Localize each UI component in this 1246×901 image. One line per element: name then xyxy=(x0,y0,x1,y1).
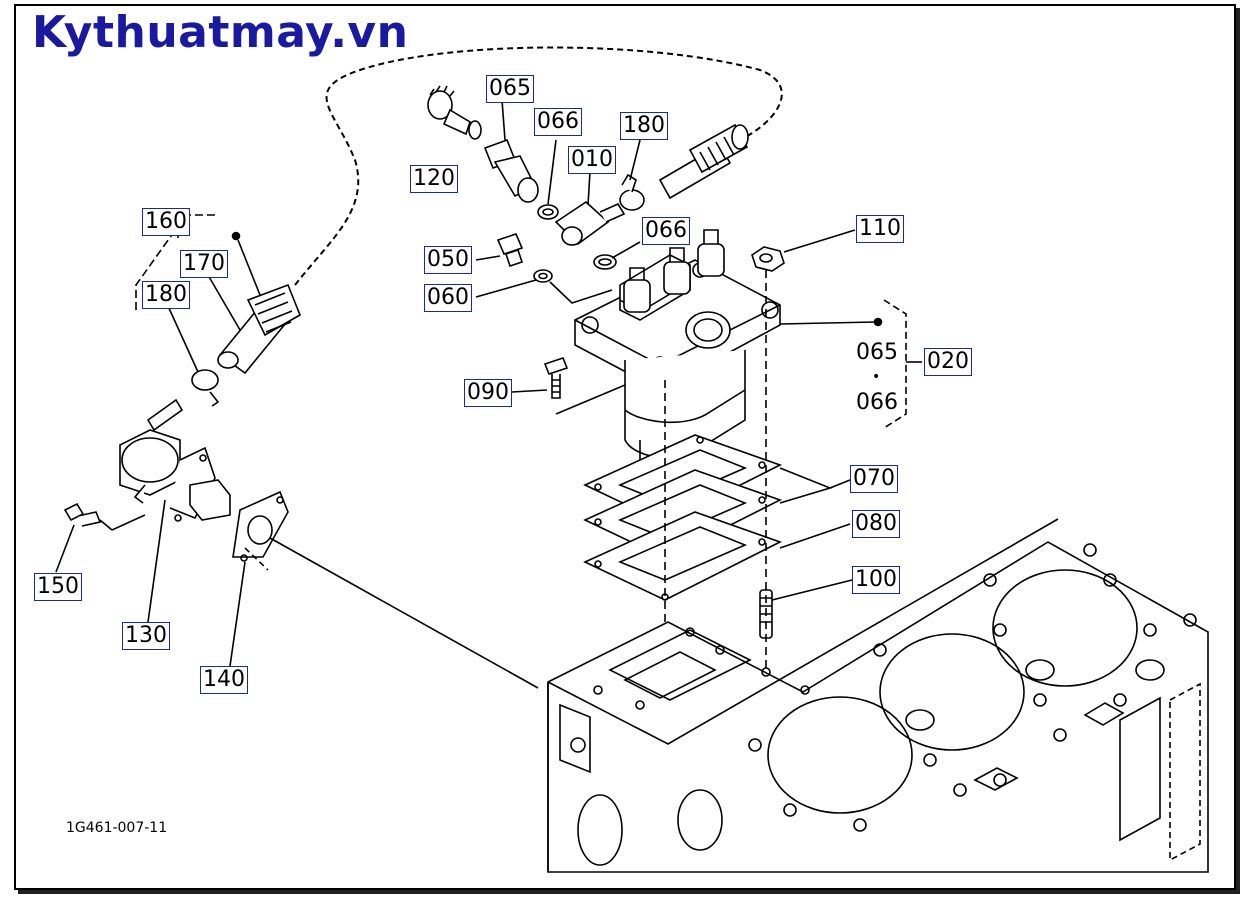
label-150: 150 xyxy=(34,573,82,601)
part-120-knob-icon xyxy=(427,85,482,140)
part-130-feed-pump-icon xyxy=(119,398,231,522)
label-020-group-bottom: 066 xyxy=(856,390,898,415)
part-180-clamp-icon xyxy=(619,139,645,211)
label-120: 120 xyxy=(410,165,458,193)
injection-pump-icon xyxy=(574,229,781,477)
label-020: 020 xyxy=(924,348,972,376)
label-170: 170 xyxy=(180,250,228,278)
label-010: 010 xyxy=(568,146,616,174)
part-110-nut-icon xyxy=(751,229,856,272)
label-065: 065 xyxy=(486,75,534,103)
label-020-group-dot: • xyxy=(872,369,881,385)
label-180-top: 180 xyxy=(620,112,668,140)
label-060: 060 xyxy=(424,284,472,312)
label-050: 050 xyxy=(424,246,472,274)
label-020-group-top: 065 xyxy=(856,340,898,365)
part-010-fitting-icon xyxy=(554,171,626,246)
part-065-valve-icon xyxy=(483,99,539,203)
part-140-gasket-icon xyxy=(232,490,289,562)
part-050-bolt-icon xyxy=(496,233,524,268)
label-100: 100 xyxy=(852,566,900,594)
part-090-bolt-icon xyxy=(511,357,626,415)
label-140: 140 xyxy=(200,666,248,694)
part-100-stud-icon xyxy=(759,579,853,639)
part-060-washer-icon xyxy=(533,269,553,283)
brand-title: Kythuatmay.vn xyxy=(32,7,409,58)
label-180-left: 180 xyxy=(142,281,190,309)
return-pipe-icon xyxy=(658,123,749,200)
label-110: 110 xyxy=(856,215,904,243)
part-170-hose-icon xyxy=(207,274,302,375)
part-066-washer-icon xyxy=(537,204,559,220)
label-066-lower: 066 xyxy=(642,217,690,245)
drawing-code: 1G461-007-11 xyxy=(66,820,168,836)
frame-shadow-bottom xyxy=(18,890,1240,894)
label-130: 130 xyxy=(122,622,170,650)
label-160: 160 xyxy=(142,208,190,236)
frame-shadow-right xyxy=(1236,8,1240,894)
label-066-top: 066 xyxy=(534,108,582,136)
part-180-clamp-left-icon xyxy=(167,305,220,407)
part-150-bolt-icon xyxy=(55,502,146,573)
engine-block-icon xyxy=(547,518,1209,873)
part-066-lower-washer-icon xyxy=(593,254,617,270)
label-070: 070 xyxy=(850,465,898,493)
label-090: 090 xyxy=(464,379,512,407)
fuel-hose-line xyxy=(294,46,783,286)
label-080: 080 xyxy=(852,510,900,538)
